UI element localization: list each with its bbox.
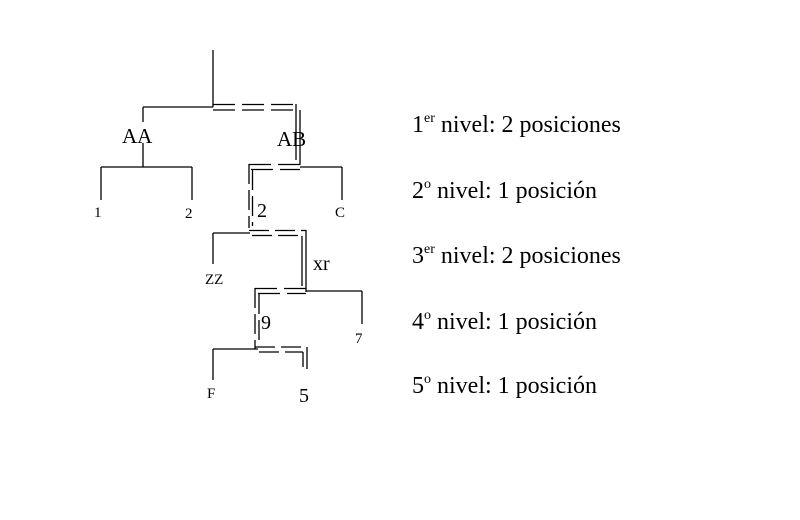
leaf-7: 7 (355, 331, 363, 347)
tree-edges (100, 50, 363, 380)
level-5-number: 5 (412, 373, 424, 399)
leaf-f: F (207, 386, 215, 402)
node-5: 5 (299, 385, 309, 407)
level-1-suffix: er (424, 111, 435, 126)
level-1-text: nivel: 2 posiciones (434, 112, 621, 138)
node-aa: AA (122, 124, 153, 148)
node-ab: AB (277, 127, 306, 151)
node-2: 2 (257, 200, 267, 222)
level-4-suffix: o (424, 308, 431, 323)
level-2-number: 2 (412, 178, 424, 204)
level-2-description: 2o nivel: 1 posición (412, 177, 597, 204)
level-2-suffix: o (424, 177, 431, 192)
level-4-text: nivel: 1 posición (431, 309, 597, 335)
level-5-text: nivel: 1 posición (431, 373, 597, 399)
leaf-2: 2 (185, 206, 193, 222)
leaf-1: 1 (94, 205, 102, 221)
level-3-suffix: er (424, 242, 435, 257)
node-9: 9 (261, 312, 271, 334)
leaf-zz: ZZ (205, 272, 223, 288)
node-labels: AA AB 1 2 C 2 ZZ xr 9 7 F 5 (94, 124, 363, 407)
level-3-text: nivel: 2 posiciones (434, 243, 621, 269)
level-2-text: nivel: 1 posición (431, 178, 597, 204)
level-1-number: 1 (412, 112, 424, 138)
leaf-c: C (335, 205, 345, 221)
level-3-description: 3er nivel: 2 posiciones (412, 242, 621, 269)
level-4-description: 4o nivel: 1 posición (412, 308, 597, 335)
level-1-description: 1er nivel: 2 posiciones (412, 111, 621, 138)
node-xr: xr (313, 253, 330, 275)
level-5-description: 5o nivel: 1 posición (412, 372, 597, 399)
level-5-suffix: o (424, 372, 431, 387)
level-3-number: 3 (412, 243, 424, 269)
search-path (213, 103, 308, 369)
level-4-number: 4 (412, 309, 424, 335)
